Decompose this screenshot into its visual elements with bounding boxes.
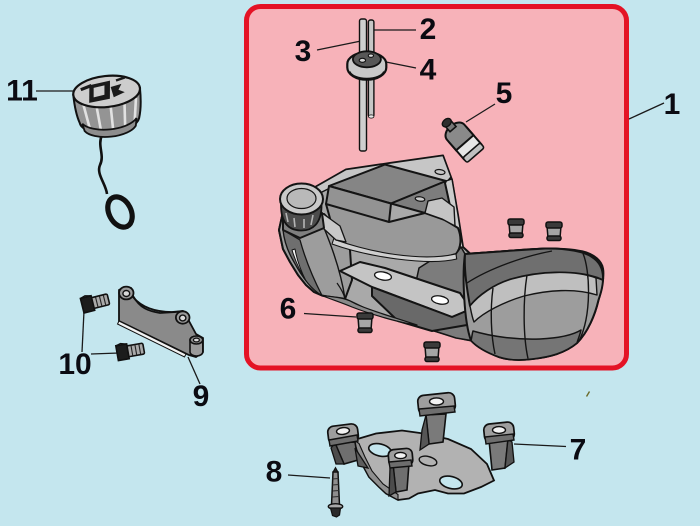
svg-text:11: 11 <box>6 75 38 108</box>
svg-text:6: 6 <box>280 293 297 326</box>
svg-text:2: 2 <box>420 13 437 46</box>
svg-text:7: 7 <box>570 434 587 467</box>
svg-text:5: 5 <box>496 77 513 110</box>
svg-text:9: 9 <box>193 380 210 413</box>
svg-text:1: 1 <box>664 88 681 121</box>
svg-text:4: 4 <box>420 54 437 87</box>
svg-text:3: 3 <box>295 35 312 68</box>
svg-text:8: 8 <box>266 456 283 489</box>
svg-text:10: 10 <box>58 348 91 381</box>
